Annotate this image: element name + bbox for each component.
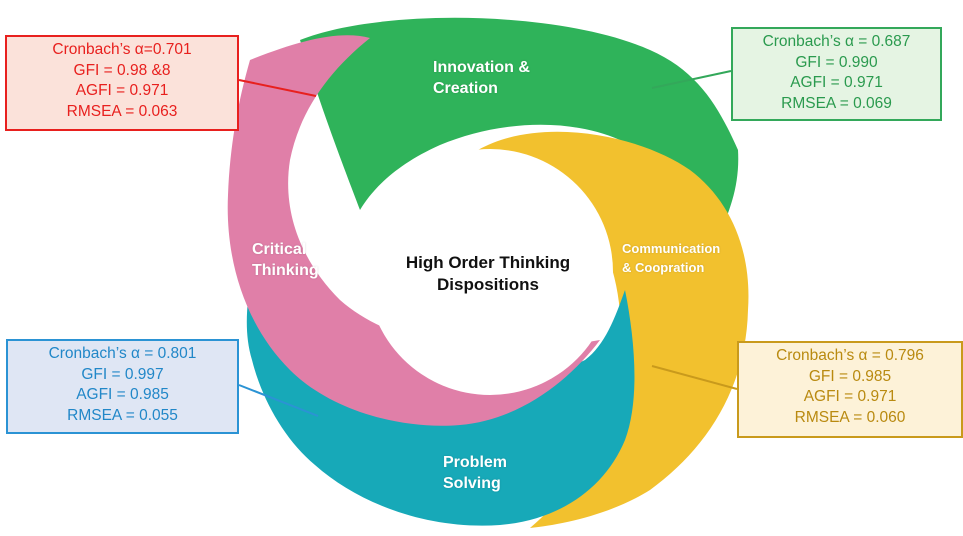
rmsea-value: RMSEA = 0.063 — [66, 102, 178, 120]
critical-line2: Thinking — [252, 262, 319, 279]
swirl-ring — [227, 17, 749, 529]
stat-box-problem-solving: Cronbach’s α = 0.801 GFI = 0.997 AGFI = … — [6, 339, 239, 434]
gfi-value: GFI = 0.98 &8 — [73, 61, 171, 79]
segment-communication — [478, 131, 749, 529]
stat-box-critical-thinking: Cronbach’s α=0.701 GFI = 0.98 &8 AGFI = … — [5, 35, 239, 131]
agfi-value: AGFI = 0.971 — [803, 388, 897, 405]
rmsea-value: RMSEA = 0.069 — [781, 94, 892, 112]
stat-box-communication-cooperation: Cronbach’s α = 0.796 GFI = 0.985 AGFI = … — [737, 341, 963, 438]
alpha-value: Cronbach’s α = 0.801 — [48, 345, 197, 362]
communication-line1: Communication — [622, 241, 721, 256]
alpha-value: Cronbach’s α=0.701 — [52, 41, 192, 58]
gfi-value: GFI = 0.997 — [81, 365, 164, 383]
alpha-value: Cronbach’s α = 0.796 — [776, 347, 924, 364]
agfi-value: AGFI = 0.985 — [76, 386, 169, 403]
agfi-value: AGFI = 0.971 — [75, 82, 169, 99]
segment-label-critical: Critical Thinking — [252, 239, 319, 281]
center-hole — [367, 149, 613, 395]
problem-line2: Solving — [443, 475, 501, 492]
segment-innovation — [300, 17, 739, 238]
agfi-value: AGFI = 0.971 — [790, 74, 883, 91]
problem-line1: Problem — [443, 454, 508, 471]
connector-communication — [651, 365, 738, 390]
gfi-value: GFI = 0.985 — [808, 367, 892, 385]
communication-line2: & Coopration — [622, 260, 705, 275]
center-title: High Order Thinking Dispositions — [368, 252, 608, 296]
connector-problem — [238, 384, 319, 417]
stat-box-innovation-creation: Cronbach’s α = 0.687 GFI = 0.990 AGFI = … — [731, 27, 942, 121]
rmsea-value: RMSEA = 0.060 — [794, 408, 906, 426]
alpha-value: Cronbach’s α = 0.687 — [762, 33, 911, 50]
segment-label-problem: Problem Solving — [443, 452, 507, 494]
segment-critical — [227, 35, 600, 426]
segment-label-innovation: Innovation & Creation — [433, 57, 530, 99]
critical-line1: Critical — [252, 241, 307, 258]
rmsea-value: RMSEA = 0.055 — [67, 406, 178, 424]
innovation-line2: Creation — [433, 80, 498, 97]
center-title-line2: Dispositions — [436, 275, 539, 294]
innovation-line1: Innovation & — [433, 59, 530, 76]
connector-innovation — [651, 70, 732, 89]
segment-label-communication: Communication & Coopration — [622, 239, 720, 277]
connector-critical — [238, 79, 317, 97]
center-title-line1: High Order Thinking — [405, 253, 571, 272]
gfi-value: GFI = 0.990 — [795, 53, 878, 71]
